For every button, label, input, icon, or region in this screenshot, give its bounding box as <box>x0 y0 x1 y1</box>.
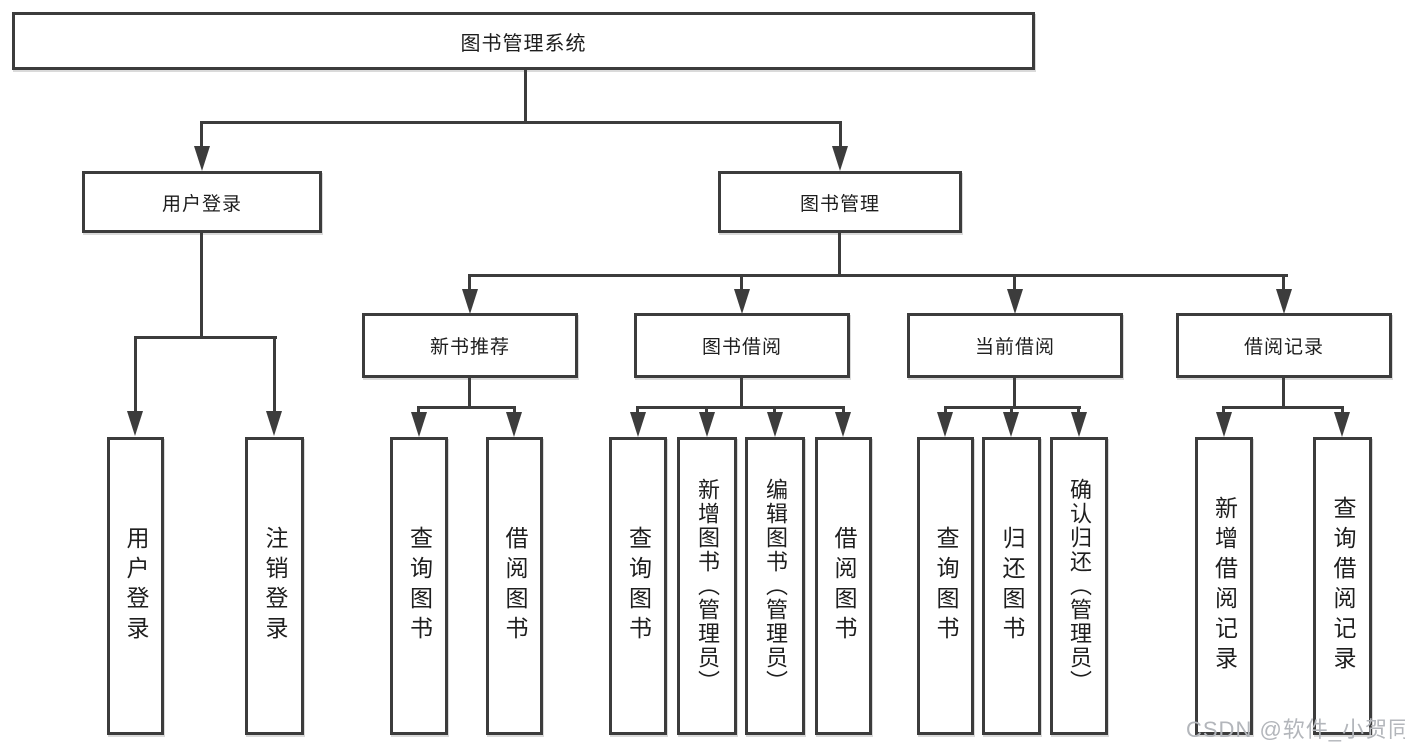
connector-new-book-rail <box>417 406 516 409</box>
leaf-borrow-books-borrowing-label: 借阅图书 <box>831 526 857 646</box>
connector-drop-book-management <box>839 121 842 149</box>
connector-book-management-rail <box>468 274 1288 277</box>
arrow-down-icon <box>506 412 522 437</box>
connector-drop <box>1010 406 1013 416</box>
node-book-management: 图书管理 <box>718 171 962 233</box>
connector-drop-book-borrowing <box>740 274 743 291</box>
connector-drop <box>1077 406 1080 416</box>
node-borrowing-records: 借阅记录 <box>1176 313 1392 378</box>
node-current-borrowing-label: 当前借阅 <box>974 337 1055 358</box>
connector-drop-user-login <box>200 121 203 149</box>
arrow-down-icon <box>699 412 715 437</box>
leaf-return-books-label: 归还图书 <box>999 526 1025 646</box>
node-book-management-label: 图书管理 <box>799 193 880 215</box>
connector-book-management-stem <box>838 233 841 274</box>
arrow-down-icon <box>127 411 143 436</box>
arrow-down-icon <box>462 289 478 314</box>
connector-drop-leaf-user-login <box>134 336 137 412</box>
leaf-borrow-books-recommend: 借阅图书 <box>486 437 543 735</box>
leaf-edit-book-admin: 编辑图书（管理员） <box>745 437 805 735</box>
node-new-book-recommendation-label: 新书推荐 <box>429 337 510 358</box>
connector-current-borrowing-stem <box>1013 378 1016 409</box>
node-new-book-recommendation: 新书推荐 <box>362 313 578 378</box>
connector-drop <box>636 406 639 416</box>
leaf-logout-label: 注销登录 <box>262 526 288 646</box>
arrow-down-icon <box>1003 412 1019 437</box>
arrow-down-icon <box>1334 412 1350 437</box>
node-book-borrowing: 图书借阅 <box>634 313 850 378</box>
arrow-down-icon <box>734 289 750 314</box>
connector-drop <box>944 406 947 416</box>
connector-drop-leaf-logout <box>273 336 276 412</box>
leaf-query-books-current-label: 查询图书 <box>933 526 959 646</box>
leaf-borrow-books-recommend-label: 借阅图书 <box>502 526 528 646</box>
leaf-user-login: 用户登录 <box>107 437 164 735</box>
connector-root-stem <box>524 70 527 124</box>
leaf-query-books-recommend: 查询图书 <box>390 437 448 735</box>
leaf-query-books-current: 查询图书 <box>917 437 974 735</box>
connector-borrowing-records-stem <box>1282 378 1285 409</box>
node-user-login: 用户登录 <box>82 171 322 233</box>
leaf-add-book-admin-label: 新增图书（管理员） <box>695 478 720 694</box>
node-user-login-label: 用户登录 <box>161 193 242 215</box>
leaf-query-borrow-record: 查询借阅记录 <box>1313 437 1372 735</box>
leaf-confirm-return-admin: 确认归还（管理员） <box>1050 437 1108 735</box>
connector-drop <box>1222 406 1225 416</box>
arrow-down-icon <box>266 411 282 436</box>
leaf-query-borrow-record-label: 查询借阅记录 <box>1330 496 1356 676</box>
node-root-label: 图书管理系统 <box>460 32 587 55</box>
leaf-edit-book-admin-label: 编辑图书（管理员） <box>763 478 788 694</box>
node-current-borrowing: 当前借阅 <box>907 313 1123 378</box>
arrow-down-icon <box>937 412 953 437</box>
node-book-borrowing-label: 图书借阅 <box>701 337 782 358</box>
connector-drop <box>1341 406 1344 416</box>
connector-drop <box>773 406 776 416</box>
connector-drop <box>705 406 708 416</box>
csdn-watermark: CSDN @软件_小贺同学 <box>1186 717 1405 742</box>
connector-drop-current-borrowing <box>1013 274 1016 291</box>
connector-drop-new-book-recommendation <box>468 274 471 291</box>
connector-drop <box>513 406 516 416</box>
arrow-down-icon <box>411 412 427 437</box>
arrow-down-icon <box>832 146 848 171</box>
arrow-down-icon <box>194 146 210 171</box>
leaf-return-books: 归还图书 <box>982 437 1041 735</box>
leaf-query-books-borrowing-label: 查询图书 <box>625 526 652 646</box>
leaf-query-books-borrowing: 查询图书 <box>609 437 667 735</box>
arrow-down-icon <box>630 412 646 437</box>
connector-user-login-stem <box>200 233 203 338</box>
leaf-borrow-books-borrowing: 借阅图书 <box>815 437 872 735</box>
connector-drop-borrowing-records <box>1282 274 1285 291</box>
arrow-down-icon <box>1071 412 1087 437</box>
arrow-down-icon <box>1276 289 1292 314</box>
arrow-down-icon <box>835 412 851 437</box>
leaf-add-borrow-record-label: 新增借阅记录 <box>1211 496 1238 676</box>
arrow-down-icon <box>767 412 783 437</box>
leaf-add-borrow-record: 新增借阅记录 <box>1195 437 1253 735</box>
connector-drop <box>417 406 420 416</box>
leaf-confirm-return-admin-label: 确认归还（管理员） <box>1067 478 1092 694</box>
connector-book-borrowing-rail <box>636 406 845 409</box>
connector-drop <box>842 406 845 416</box>
leaf-query-books-recommend-label: 查询图书 <box>406 526 433 646</box>
leaf-logout: 注销登录 <box>245 437 304 735</box>
node-root: 图书管理系统 <box>12 12 1035 70</box>
leaf-user-login-label: 用户登录 <box>123 526 149 646</box>
node-borrowing-records-label: 借阅记录 <box>1243 337 1324 358</box>
arrow-down-icon <box>1216 412 1232 437</box>
connector-new-book-stem <box>468 378 471 409</box>
connector-book-borrowing-stem <box>740 378 743 409</box>
connector-root-rail <box>200 121 842 124</box>
leaf-add-book-admin: 新增图书（管理员） <box>677 437 737 735</box>
connector-user-login-rail <box>134 336 277 339</box>
connector-borrowing-records-rail <box>1222 406 1344 409</box>
arrow-down-icon <box>1007 289 1023 314</box>
